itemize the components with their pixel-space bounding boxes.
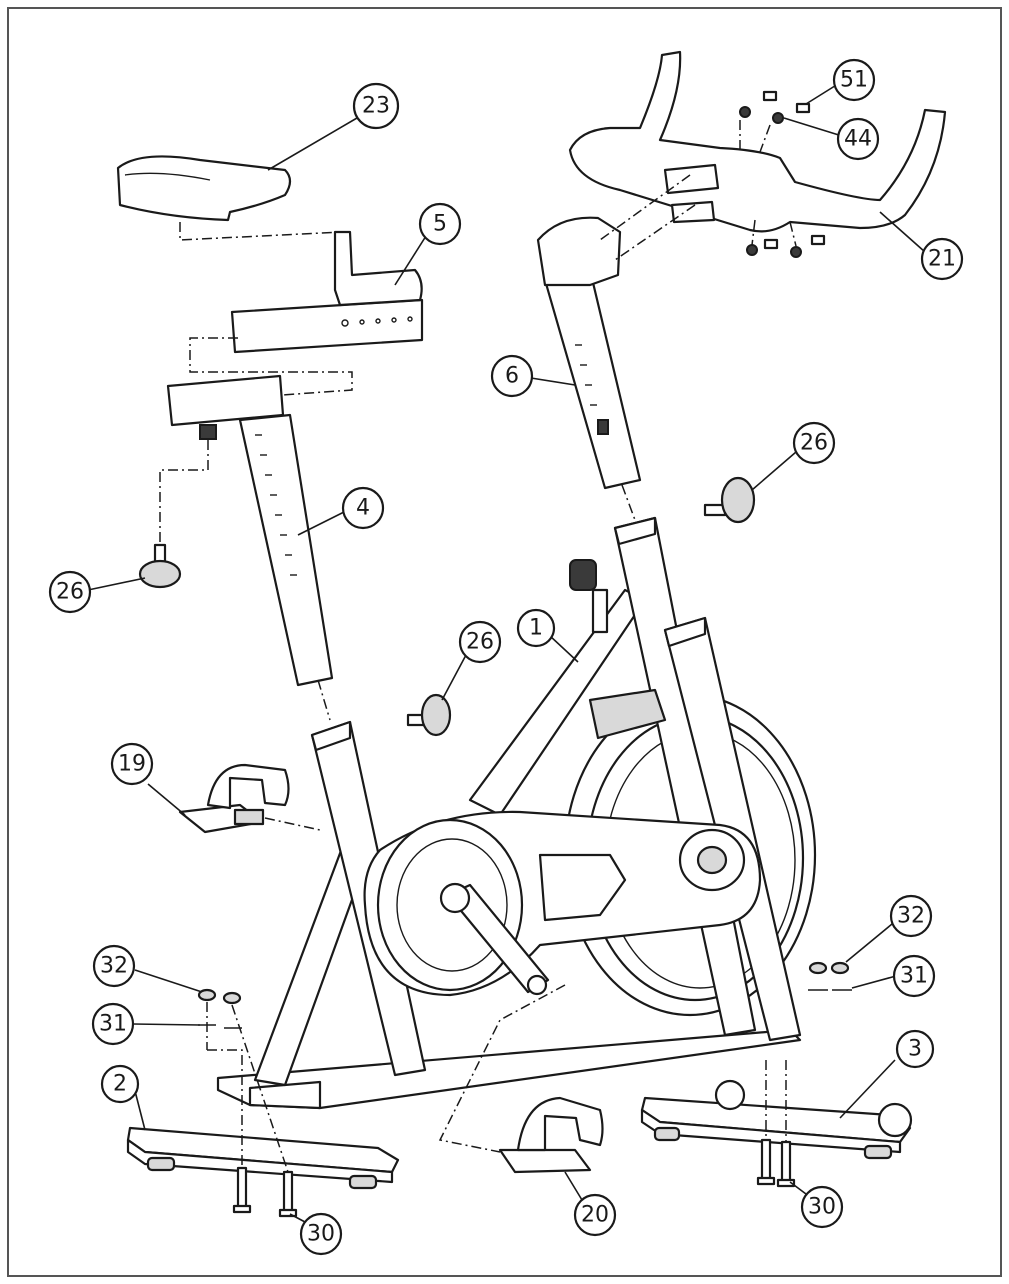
callout-label: 26 [800, 431, 828, 456]
knob-seat-tube [406, 693, 452, 737]
main-frame [216, 516, 802, 1110]
handlebar [568, 50, 947, 233]
callout-label: 31 [99, 1012, 127, 1037]
callout-label: 5 [433, 212, 447, 237]
pedal-right [498, 1096, 604, 1174]
callout-label: 20 [581, 1203, 609, 1228]
callout-label: 30 [307, 1222, 335, 1247]
bolts-30-rear [232, 1166, 298, 1218]
assembly-lines [159, 120, 797, 1173]
callout-label: 44 [844, 127, 872, 152]
callout-label: 26 [56, 580, 84, 605]
knob-seat [138, 543, 182, 589]
callout-label: 3 [908, 1037, 922, 1062]
crank-arm [439, 882, 550, 996]
saddle [116, 155, 292, 222]
callout-6: 6 [490, 354, 534, 398]
bolts-30-front [756, 1138, 796, 1188]
callout-3: 3 [895, 1029, 935, 1069]
callout-label: 4 [356, 496, 370, 521]
callout-32-front: 32 [889, 894, 933, 938]
callout-label: 32 [100, 954, 128, 979]
nuts-washers-front [808, 961, 852, 991]
callout-26-handlebar-knob: 26 [792, 421, 836, 465]
callout-51: 51 [832, 58, 876, 102]
callout-20: 20 [573, 1193, 617, 1237]
seat-slider [230, 230, 424, 354]
callout-21: 21 [920, 237, 964, 281]
callout-44: 44 [836, 117, 880, 161]
callout-32-rear: 32 [92, 944, 136, 988]
knob-handlebar [703, 476, 756, 524]
callout-5: 5 [418, 202, 462, 246]
callout-label: 30 [808, 1195, 836, 1220]
callout-label: 51 [840, 68, 868, 93]
callout-31-front: 31 [892, 954, 936, 998]
callout-30-front: 30 [800, 1185, 844, 1229]
callout-2: 2 [100, 1064, 140, 1104]
callout-4: 4 [341, 486, 385, 530]
callout-26-frame-knob: 26 [458, 620, 502, 664]
callout-23: 23 [352, 82, 400, 130]
callout-1: 1 [516, 608, 556, 648]
callout-26-seat-knob: 26 [48, 570, 92, 614]
callout-label: 31 [900, 964, 928, 989]
handlebar-post [536, 216, 642, 490]
leader-lines [87, 83, 926, 1223]
callout-label: 6 [505, 364, 519, 389]
callout-label: 32 [897, 904, 925, 929]
seat-post [166, 374, 334, 687]
handlebar-bolts [739, 90, 826, 258]
nuts-washers-rear [197, 988, 242, 1029]
callout-label: 23 [362, 94, 390, 119]
pedal-left [178, 763, 290, 834]
callout-label: 2 [113, 1072, 127, 1097]
callout-31-rear: 31 [91, 1002, 135, 1046]
front-stabilizer [640, 1079, 913, 1160]
callout-19: 19 [110, 742, 154, 786]
callout-label: 1 [529, 616, 543, 641]
callout-30-rear: 30 [299, 1212, 343, 1256]
callout-label: 21 [928, 247, 956, 272]
callout-label: 19 [118, 752, 146, 777]
callout-label: 26 [466, 630, 494, 655]
rear-stabilizer [126, 1126, 400, 1190]
page-border [7, 7, 1002, 1277]
